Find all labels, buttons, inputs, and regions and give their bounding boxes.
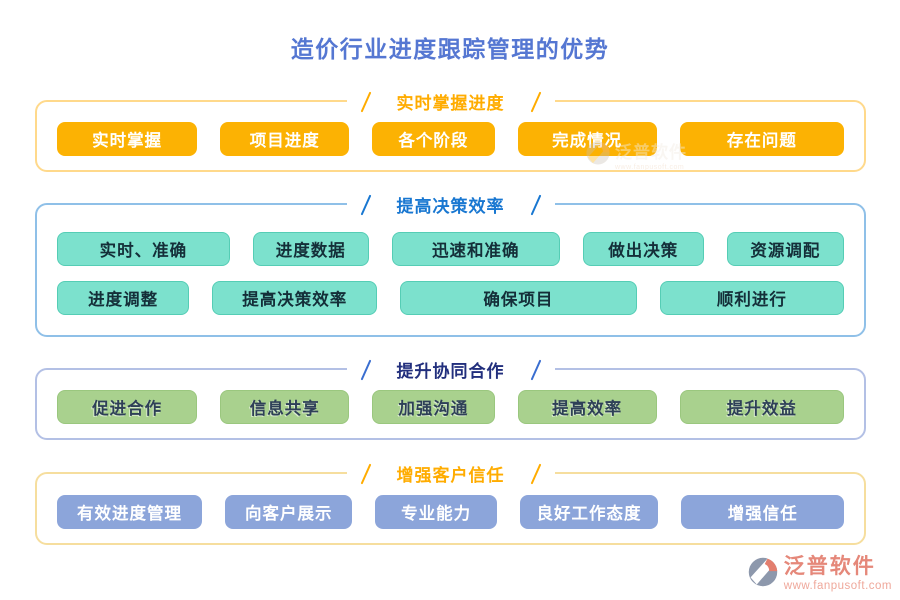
footer-brand-name: 泛普软件: [783, 555, 876, 578]
pill-row: 实时掌握项目进度各个阶段完成情况存在问题: [57, 122, 845, 156]
section-header-customer-trust: 增强客户信任: [346, 460, 555, 487]
pill-label: 提高决策效率: [212, 280, 378, 315]
pill-label: 加强沟通: [372, 390, 495, 424]
slash-decoration-icon: [530, 463, 541, 484]
pill-label: 项目进度: [220, 122, 350, 156]
pill-row: 进度调整提高决策效率确保项目顺利进行: [57, 280, 845, 315]
section-title: 提高决策效率: [396, 197, 505, 216]
section-title: 实时掌握进度: [396, 94, 505, 113]
section-rows: 实时掌握项目进度各个阶段完成情况存在问题: [37, 102, 864, 170]
pill-label: 信息共享: [220, 390, 350, 424]
pill-label: 存在问题: [679, 122, 845, 156]
section-title: 增强客户信任: [396, 466, 505, 485]
pill-label: 提高效率: [517, 390, 657, 424]
slash-decoration-icon: [360, 91, 371, 112]
section-realtime-progress: 实时掌握进度实时掌握项目进度各个阶段完成情况存在问题: [35, 88, 866, 172]
pill-row: 有效进度管理向客户展示专业能力良好工作态度增强信任: [57, 494, 844, 529]
slash-decoration-icon: [530, 359, 541, 380]
section-header-decision-efficiency: 提高决策效率: [346, 191, 555, 218]
pill-label: 进度调整: [57, 280, 190, 315]
pill-label: 确保项目: [400, 280, 637, 315]
section-customer-trust: 增强客户信任有效进度管理向客户展示专业能力良好工作态度增强信任: [35, 460, 866, 545]
slash-decoration-icon: [360, 463, 371, 484]
page-title: 造价行业进度跟踪管理的优势: [290, 36, 610, 62]
slash-decoration-icon: [360, 194, 371, 215]
pill-label: 增强信任: [681, 494, 844, 529]
pill-label: 实时、准确: [57, 231, 230, 266]
pill-label: 良好工作态度: [519, 494, 659, 529]
pill-label: 顺利进行: [659, 280, 845, 315]
pill-row: 促进合作信息共享加强沟通提高效率提升效益: [57, 390, 845, 424]
fanpu-logo-icon: [748, 557, 778, 587]
pill-row: 实时、准确进度数据迅速和准确做出决策资源调配: [57, 231, 844, 266]
section-rows: 促进合作信息共享加强沟通提高效率提升效益: [37, 370, 864, 438]
section-rows: 实时、准确进度数据迅速和准确做出决策资源调配进度调整提高决策效率确保项目顺利进行: [37, 205, 864, 335]
pill-label: 做出决策: [582, 231, 704, 266]
section-collaboration: 提升协同合作促进合作信息共享加强沟通提高效率提升效益: [35, 356, 866, 440]
footer-brand[interactable]: 泛普软件 www.fanpusoft.com: [747, 556, 892, 592]
pill-label: 有效进度管理: [57, 494, 203, 529]
slash-decoration-icon: [530, 194, 541, 215]
pill-label: 专业能力: [375, 494, 497, 529]
section-title: 提升协同合作: [396, 362, 505, 381]
pill-label: 实时掌握: [57, 122, 198, 156]
pill-label: 向客户展示: [225, 494, 353, 529]
slash-decoration-icon: [360, 359, 371, 380]
pill-label: 各个阶段: [372, 122, 495, 156]
section-header-realtime-progress: 实时掌握进度: [346, 88, 555, 115]
pill-label: 资源调配: [726, 231, 844, 266]
pill-label: 促进合作: [57, 390, 198, 424]
pill-label: 进度数据: [252, 231, 369, 266]
section-header-collaboration: 提升协同合作: [346, 356, 555, 383]
footer-brand-text: 泛普软件 www.fanpusoft.com: [783, 555, 892, 593]
section-rows: 有效进度管理向客户展示专业能力良好工作态度增强信任: [37, 474, 864, 543]
pill-label: 提升效益: [679, 390, 845, 424]
slash-decoration-icon: [530, 91, 541, 112]
pill-label: 完成情况: [517, 122, 657, 156]
section-decision-efficiency: 提高决策效率实时、准确进度数据迅速和准确做出决策资源调配进度调整提高决策效率确保…: [35, 191, 866, 337]
pill-label: 迅速和准确: [391, 231, 560, 266]
footer-brand-url[interactable]: www.fanpusoft.com: [783, 580, 892, 592]
